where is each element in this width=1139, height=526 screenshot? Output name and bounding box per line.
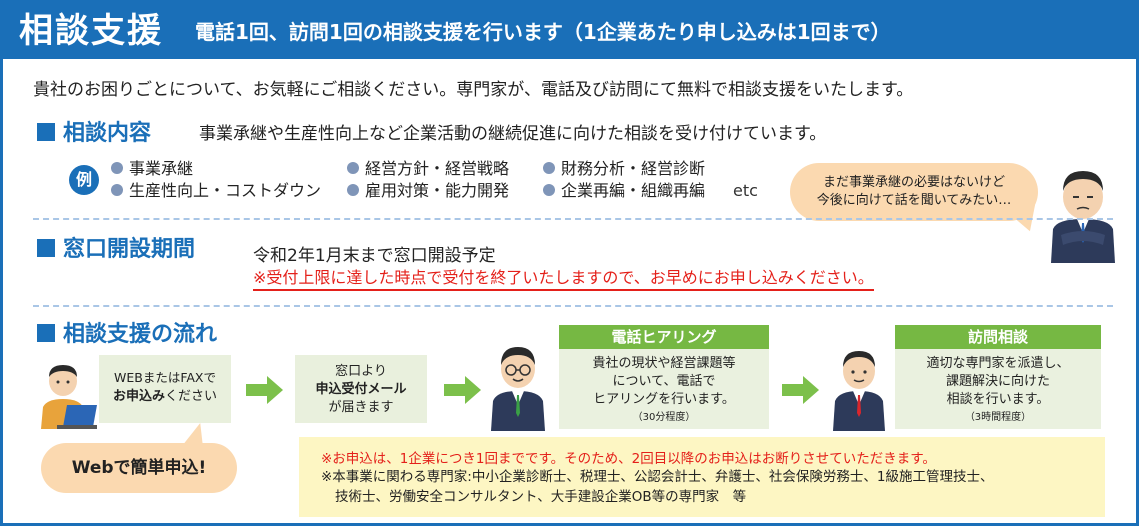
flow-step-heading: 電話ヒアリング bbox=[559, 325, 769, 349]
page-subtitle: 電話1回、訪問1回の相談支援を行います（1企業あたり申し込みは1回まで） bbox=[195, 20, 891, 44]
flow-step-text: ヒアリングを行います。 bbox=[593, 392, 735, 407]
square-icon bbox=[37, 239, 55, 257]
bullet-icon bbox=[347, 162, 359, 174]
note-experts: ※本事業に関わる専門家:中小企業診断士、税理士、公認会計士、弁護士、社会保険労務… bbox=[321, 469, 994, 485]
period-warning: ※受付上限に達した時点で受付を終了いたしますので、お早めにお申し込みください。 bbox=[253, 267, 874, 291]
bullet-icon bbox=[543, 162, 555, 174]
flow-step-heading: 訪問相談 bbox=[895, 325, 1101, 349]
user-laptop-icon bbox=[41, 365, 97, 429]
advisor-glasses-icon bbox=[491, 347, 545, 431]
section-title-consult: 相談内容 bbox=[37, 120, 151, 148]
section-title-consult-label: 相談内容 bbox=[63, 121, 152, 146]
flow-step-text: 課題解決に向けた bbox=[945, 374, 1050, 389]
divider bbox=[33, 305, 1113, 307]
header-bar: 相談支援 電話1回、訪問1回の相談支援を行います（1企業あたり申し込みは1回まで… bbox=[3, 3, 1136, 59]
bullet-icon bbox=[347, 184, 359, 196]
intro-text: 貴社のお困りごとについて、お気軽にご相談ください。専門家が、電話及び訪問にて無料… bbox=[33, 80, 914, 100]
example-label: 財務分析・経営診断 bbox=[561, 159, 706, 178]
notes-box: ※お申込は、1企業につき1回までです。そのため、2回目以降のお申込はお断りさせて… bbox=[299, 437, 1105, 517]
web-apply-bubble: Webで簡単申込! bbox=[41, 443, 237, 493]
bullet-icon bbox=[111, 162, 123, 174]
flow-step-text: お申込みください bbox=[99, 388, 231, 406]
advisor-red-tie-icon bbox=[833, 351, 885, 431]
flow-step-phone-hearing: 電話ヒアリング 貴社の現状や経営課題等 について、電話で ヒアリングを行います。… bbox=[559, 325, 769, 429]
speech-bubble-worry: まだ事業承継の必要はないけど 今後に向けて話を聞いてみたい… bbox=[790, 163, 1038, 221]
flow-step-mail: 窓口より 申込受付メール が届きます bbox=[295, 355, 427, 423]
example-item: 事業承継 bbox=[111, 159, 193, 179]
example-item: 経営方針・経営戦略 bbox=[347, 159, 509, 179]
consult-description: 事業承継や生産性向上など企業活動の継続促進に向けた相談を受け付けています。 bbox=[199, 124, 827, 144]
section-title-flow: 相談支援の流れ bbox=[37, 321, 217, 349]
flow-step-text: が届きます bbox=[328, 400, 394, 415]
flow-step-text: WEBまたはFAXで bbox=[114, 370, 216, 385]
period-text: 令和2年1月末まで窓口開設予定 bbox=[253, 246, 496, 266]
example-label: 経営方針・経営戦略 bbox=[365, 159, 510, 178]
flow-step-rest: ください bbox=[165, 389, 218, 404]
flow-step-text: 窓口より bbox=[335, 364, 387, 379]
example-item: 生産性向上・コストダウン bbox=[111, 181, 321, 201]
bullet-icon bbox=[543, 184, 555, 196]
flow-step-note: （3時間程度） bbox=[964, 412, 1032, 423]
flow-step-text: 適切な専門家を派遣し、 bbox=[926, 356, 1070, 371]
example-label: 雇用対策・能力開発 bbox=[365, 181, 510, 200]
example-label: 企業再編・組織再編 bbox=[561, 181, 706, 200]
flow-step-text: 相談を行います。 bbox=[946, 392, 1050, 407]
example-item: 企業再編・組織再編 bbox=[543, 181, 705, 201]
section-title-flow-label: 相談支援の流れ bbox=[63, 322, 218, 347]
speech-line: 今後に向けて話を聞いてみたい… bbox=[816, 193, 1012, 208]
note-experts-cont: 技術士、労働安全コンサルタント、大手建設企業OB等の専門家 等 bbox=[335, 489, 747, 505]
flow-step-text: について、電話で bbox=[612, 374, 716, 389]
page-title: 相談支援 bbox=[19, 11, 163, 51]
flow-step-bold: お申込み bbox=[112, 389, 165, 404]
example-label: 生産性向上・コストダウン bbox=[129, 181, 322, 200]
flow-step-text: 貴社の現状や経営課題等 bbox=[592, 356, 736, 371]
worried-businessman-icon bbox=[1051, 171, 1115, 263]
square-icon bbox=[37, 324, 55, 342]
flow-step-visit: 訪問相談 適切な専門家を派遣し、 課題解決に向けた 相談を行います。 （3時間程… bbox=[895, 325, 1101, 429]
note-limit: ※お申込は、1企業につき1回までです。そのため、2回目以降のお申込はお断りさせて… bbox=[321, 451, 936, 467]
example-badge: 例 bbox=[69, 165, 99, 195]
divider bbox=[33, 218, 1113, 220]
bullet-icon bbox=[111, 184, 123, 196]
speech-line: まだ事業承継の必要はないけど bbox=[822, 175, 1005, 190]
flow-step-apply: WEBまたはFAXで お申込みください bbox=[99, 355, 231, 423]
section-title-period: 窓口開設期間 bbox=[37, 236, 195, 264]
square-icon bbox=[37, 123, 55, 141]
flow-step-bold: 申込受付メール bbox=[315, 382, 407, 397]
etc-label: etc bbox=[733, 181, 758, 200]
example-item: 財務分析・経営診断 bbox=[543, 159, 705, 179]
flow-step-note: （30分程度） bbox=[632, 412, 696, 423]
example-item: 雇用対策・能力開発 bbox=[347, 181, 509, 201]
section-title-period-label: 窓口開設期間 bbox=[63, 237, 196, 262]
example-label: 事業承継 bbox=[129, 159, 194, 178]
